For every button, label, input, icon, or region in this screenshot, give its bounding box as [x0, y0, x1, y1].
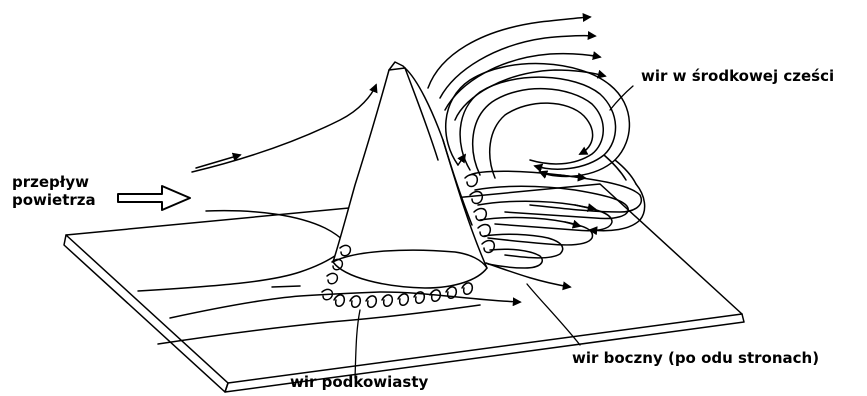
- airflow-arrow-icon: [118, 186, 190, 210]
- cone-obstacle: [333, 62, 487, 288]
- side-vortex-label: wir boczny (po odu stronach): [572, 349, 819, 367]
- airflow-label: przepływ powietrza: [12, 173, 96, 209]
- central-vortex-label: wir w środkowej cześci: [641, 67, 834, 85]
- top-streamlines: [428, 17, 605, 120]
- airflow-label-line1: przepływ: [12, 173, 96, 191]
- airflow-label-line2: powietrza: [12, 191, 96, 209]
- horseshoe-vortex-label: wir podkowiasty: [290, 373, 428, 391]
- central-loop-vortex: [446, 64, 636, 184]
